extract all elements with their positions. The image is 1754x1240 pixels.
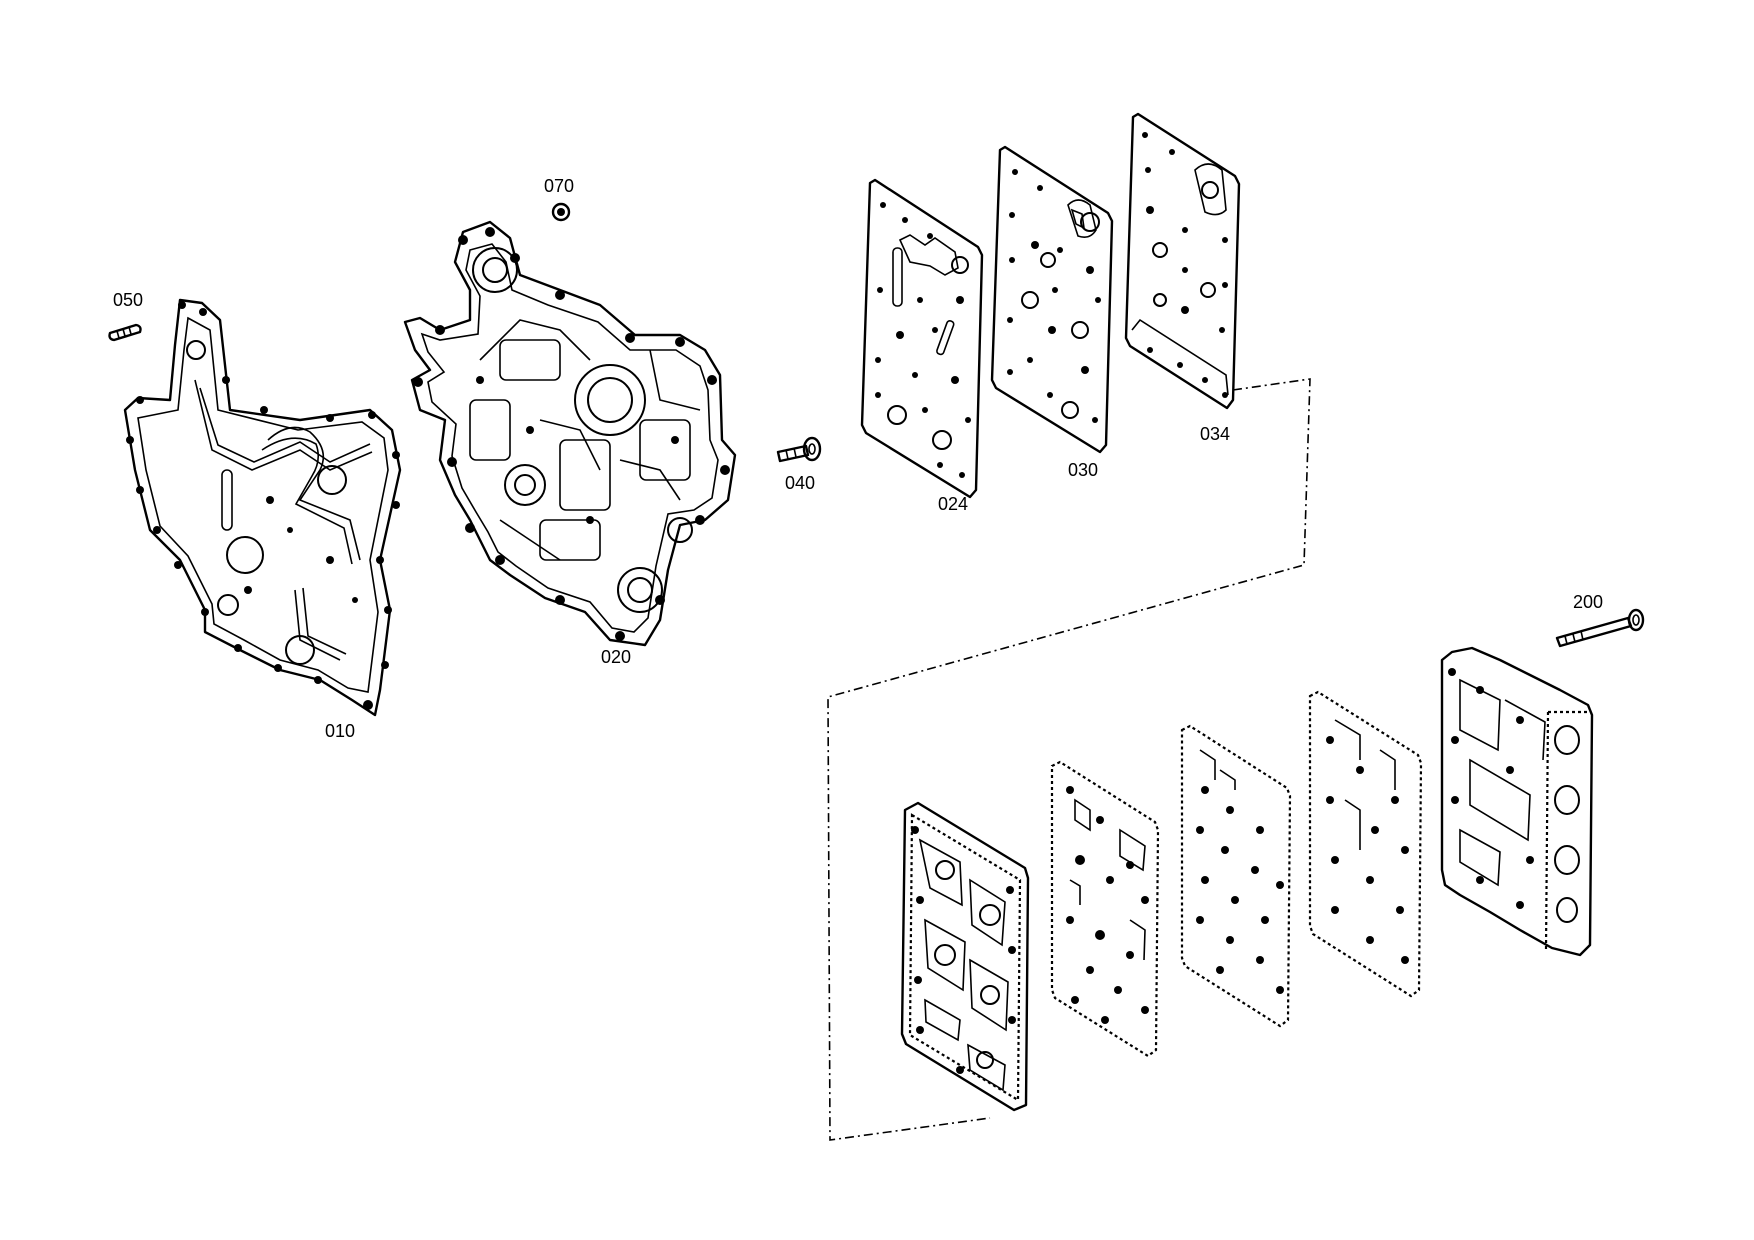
part-010-gasket[interactable] — [123, 298, 402, 717]
lower-plate-4[interactable] — [1308, 690, 1423, 998]
assembly-leader-line — [827, 378, 1311, 1141]
callout-070: 070 — [544, 176, 574, 196]
part-024-plate[interactable] — [860, 178, 984, 499]
part-020-housing[interactable] — [403, 220, 737, 647]
callout-020: 020 — [601, 647, 631, 667]
callout-200: 200 — [1573, 592, 1603, 612]
callout-024: 024 — [938, 494, 968, 514]
callout-034: 034 — [1200, 424, 1230, 444]
callout-010: 010 — [325, 721, 355, 741]
part-034-plate[interactable] — [1124, 112, 1241, 410]
part-030-plate[interactable] — [990, 145, 1114, 454]
lower-plate-3[interactable] — [1180, 724, 1292, 1028]
part-040-screw[interactable] — [776, 436, 822, 463]
callout-030: 030 — [1068, 460, 1098, 480]
callout-050: 050 — [113, 290, 143, 310]
part-200-bolt[interactable] — [1555, 608, 1645, 648]
lower-plate-2[interactable] — [1050, 760, 1160, 1058]
lower-valve-body[interactable] — [1440, 646, 1594, 957]
lower-plate-1[interactable] — [900, 801, 1030, 1112]
part-050-pin[interactable] — [108, 323, 142, 342]
part-070-plug[interactable] — [551, 202, 571, 222]
callout-040: 040 — [785, 473, 815, 493]
